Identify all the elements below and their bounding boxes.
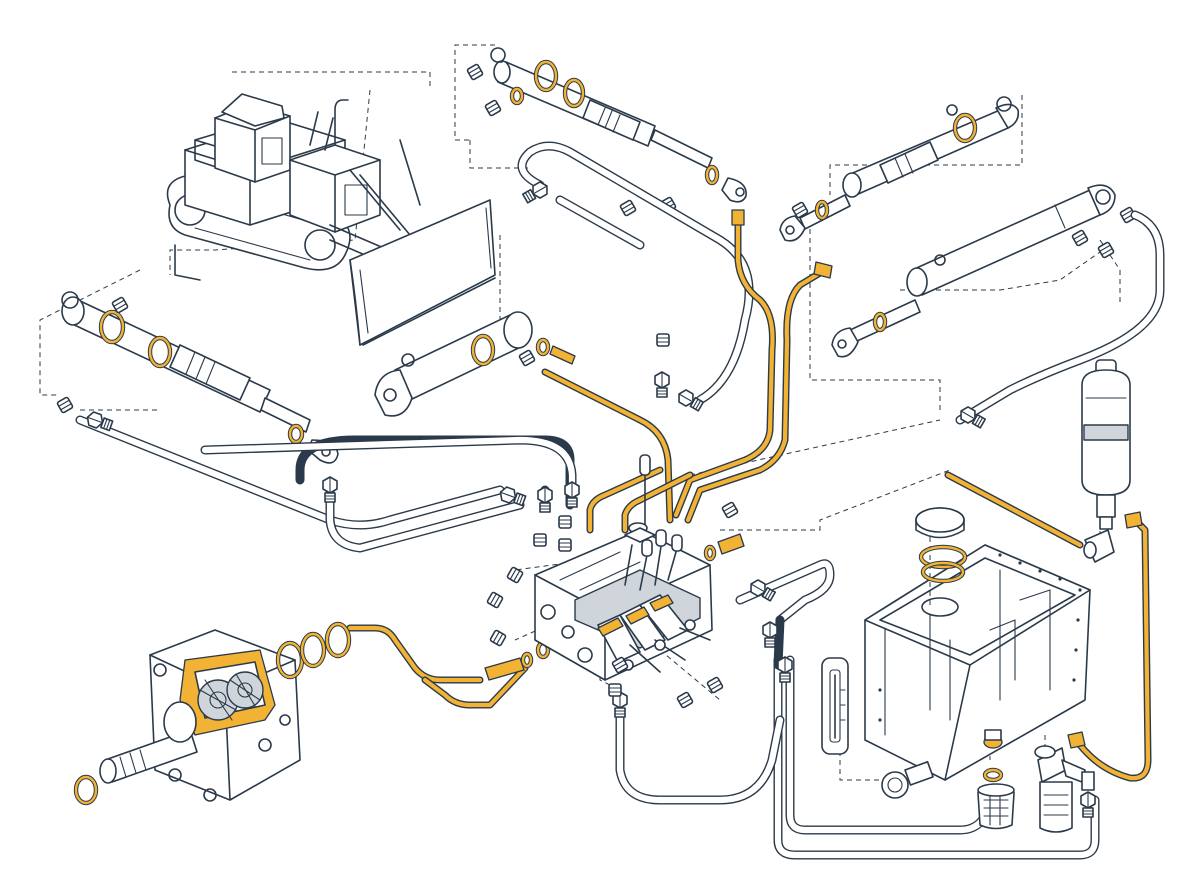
bulldozer (166, 93, 496, 346)
ripper-cylinder (831, 184, 1137, 358)
pivot-cylinder (374, 311, 576, 417)
blade-tilt-cylinder (779, 96, 1020, 242)
return-filter (1034, 745, 1095, 833)
pressure-lines (346, 211, 1152, 782)
boom-cylinder (56, 291, 339, 464)
fitting (484, 99, 502, 117)
blade-lift-cylinder (490, 47, 747, 217)
suction-strainer (977, 783, 1015, 830)
hydraulic-reservoir (864, 520, 1091, 799)
gear-pump (99, 629, 301, 802)
filler-cap (915, 507, 968, 584)
fitting (466, 63, 484, 81)
control-valve-block (534, 454, 713, 681)
accumulator (1081, 359, 1131, 563)
pump-seal-rings (73, 621, 352, 806)
sight-gauge (821, 657, 849, 755)
